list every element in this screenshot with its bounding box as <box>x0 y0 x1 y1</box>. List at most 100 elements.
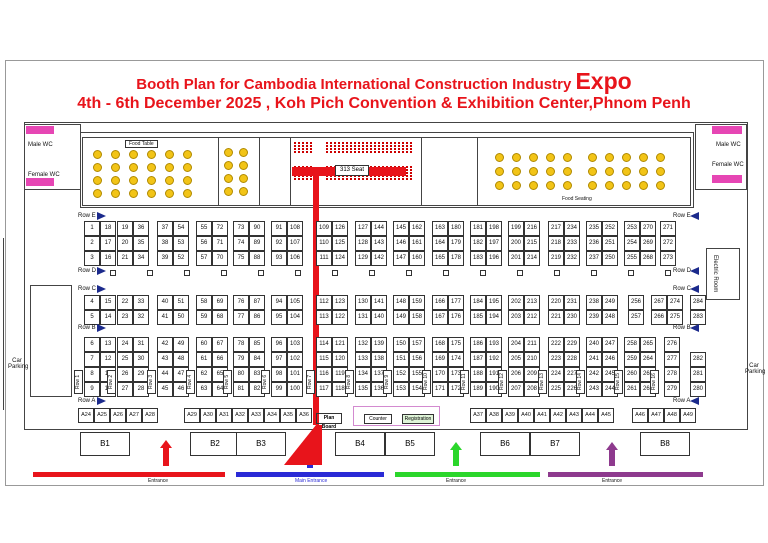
booth-182[interactable]: 182 <box>470 236 486 251</box>
booth-198[interactable]: 198 <box>486 221 502 236</box>
booth-193[interactable]: 193 <box>486 337 502 352</box>
booth-42[interactable]: 42 <box>157 337 173 352</box>
booth-34[interactable]: 34 <box>133 251 149 266</box>
booth-a49[interactable]: A49 <box>680 408 696 423</box>
booth-97[interactable]: 97 <box>271 352 287 367</box>
booth-26[interactable]: 26 <box>117 367 133 382</box>
booth-108[interactable]: 108 <box>287 221 303 236</box>
booth-b6[interactable]: B6 <box>480 432 530 456</box>
booth-52[interactable]: 52 <box>173 251 189 266</box>
booth-124[interactable]: 124 <box>332 251 348 266</box>
booth-90[interactable]: 90 <box>249 221 265 236</box>
booth-110[interactable]: 110 <box>316 236 332 251</box>
booth-76[interactable]: 76 <box>233 295 249 310</box>
booth-a41[interactable]: A41 <box>534 408 550 423</box>
booth-248[interactable]: 248 <box>602 310 618 325</box>
booth-169[interactable]: 169 <box>432 352 448 367</box>
booth-256[interactable]: 256 <box>628 295 644 310</box>
booth-154[interactable]: 154 <box>409 382 425 397</box>
booth-40[interactable]: 40 <box>157 295 173 310</box>
booth-105[interactable]: 105 <box>287 295 303 310</box>
booth-69[interactable]: 69 <box>212 295 228 310</box>
booth-272[interactable]: 272 <box>660 236 676 251</box>
booth-30[interactable]: 30 <box>133 352 149 367</box>
booth-102[interactable]: 102 <box>287 352 303 367</box>
booth-6[interactable]: 6 <box>84 337 100 352</box>
booth-49[interactable]: 49 <box>173 337 189 352</box>
booth-88[interactable]: 88 <box>249 251 265 266</box>
booth-b2[interactable]: B2 <box>190 432 240 456</box>
booth-101[interactable]: 101 <box>287 367 303 382</box>
booth-38[interactable]: 38 <box>157 236 173 251</box>
booth-221[interactable]: 221 <box>548 310 564 325</box>
booth-56[interactable]: 56 <box>196 236 212 251</box>
booth-230[interactable]: 230 <box>564 310 580 325</box>
booth-225[interactable]: 225 <box>548 382 564 397</box>
booth-216[interactable]: 216 <box>524 221 540 236</box>
booth-68[interactable]: 68 <box>212 310 228 325</box>
booth-241[interactable]: 241 <box>586 352 602 367</box>
booth-19[interactable]: 19 <box>117 221 133 236</box>
booth-187[interactable]: 187 <box>470 352 486 367</box>
booth-205[interactable]: 205 <box>508 352 524 367</box>
booth-185[interactable]: 185 <box>470 310 486 325</box>
booth-122[interactable]: 122 <box>332 310 348 325</box>
booth-18[interactable]: 18 <box>100 221 116 236</box>
booth-204[interactable]: 204 <box>508 337 524 352</box>
booth-98[interactable]: 98 <box>271 367 287 382</box>
booth-139[interactable]: 139 <box>371 337 387 352</box>
booth-228[interactable]: 228 <box>564 352 580 367</box>
booth-128[interactable]: 128 <box>355 236 371 251</box>
booth-44[interactable]: 44 <box>157 367 173 382</box>
booth-b3[interactable]: B3 <box>236 432 286 456</box>
booth-264[interactable]: 264 <box>640 352 656 367</box>
booth-77[interactable]: 77 <box>233 310 249 325</box>
booth-93[interactable]: 93 <box>271 251 287 266</box>
booth-239[interactable]: 239 <box>586 310 602 325</box>
booth-231[interactable]: 231 <box>564 295 580 310</box>
booth-127[interactable]: 127 <box>355 221 371 236</box>
booth-195[interactable]: 195 <box>486 295 502 310</box>
booth-270[interactable]: 270 <box>640 221 656 236</box>
booth-224[interactable]: 224 <box>548 367 564 382</box>
booth-145[interactable]: 145 <box>393 221 409 236</box>
booth-b8[interactable]: B8 <box>640 432 690 456</box>
booth-99[interactable]: 99 <box>271 382 287 397</box>
booth-234[interactable]: 234 <box>564 221 580 236</box>
booth-a42[interactable]: A42 <box>550 408 566 423</box>
booth-60[interactable]: 60 <box>196 337 212 352</box>
booth-210[interactable]: 210 <box>524 352 540 367</box>
booth-278[interactable]: 278 <box>664 367 680 382</box>
booth-74[interactable]: 74 <box>233 236 249 251</box>
booth-a48[interactable]: A48 <box>664 408 680 423</box>
booth-131[interactable]: 131 <box>355 310 371 325</box>
booth-152[interactable]: 152 <box>393 367 409 382</box>
booth-96[interactable]: 96 <box>271 337 287 352</box>
booth-a39[interactable]: A39 <box>502 408 518 423</box>
booth-213[interactable]: 213 <box>524 295 540 310</box>
booth-199[interactable]: 199 <box>508 221 524 236</box>
booth-220[interactable]: 220 <box>548 295 564 310</box>
booth-112[interactable]: 112 <box>316 295 332 310</box>
booth-41[interactable]: 41 <box>157 310 173 325</box>
booth-146[interactable]: 146 <box>393 236 409 251</box>
booth-130[interactable]: 130 <box>355 295 371 310</box>
booth-141[interactable]: 141 <box>371 295 387 310</box>
booth-157[interactable]: 157 <box>409 337 425 352</box>
booth-48[interactable]: 48 <box>173 352 189 367</box>
booth-149[interactable]: 149 <box>393 310 409 325</box>
booth-269[interactable]: 269 <box>640 236 656 251</box>
booth-238[interactable]: 238 <box>586 295 602 310</box>
booth-200[interactable]: 200 <box>508 236 524 251</box>
booth-211[interactable]: 211 <box>524 337 540 352</box>
booth-192[interactable]: 192 <box>486 352 502 367</box>
booth-a24[interactable]: A24 <box>78 408 94 423</box>
booth-165[interactable]: 165 <box>432 251 448 266</box>
booth-2[interactable]: 2 <box>84 236 100 251</box>
booth-126[interactable]: 126 <box>332 221 348 236</box>
booth-246[interactable]: 246 <box>602 352 618 367</box>
booth-197[interactable]: 197 <box>486 236 502 251</box>
booth-b1[interactable]: B1 <box>80 432 130 456</box>
booth-275[interactable]: 275 <box>667 310 683 325</box>
booth-223[interactable]: 223 <box>548 352 564 367</box>
